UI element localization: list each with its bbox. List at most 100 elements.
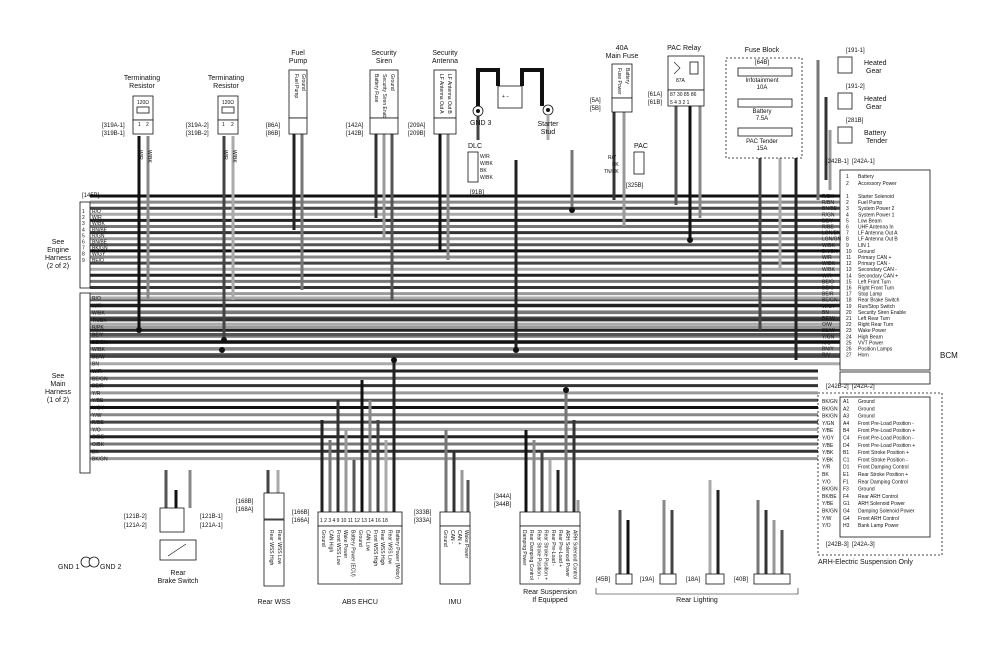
pin-function: Rear Stroke Position + [543,530,549,580]
svg-text:15A: 15A [757,146,768,152]
main-pin-wire: BN [92,362,99,368]
bcm-pin-number: 26 [846,347,852,353]
pin-function: Wake Power [463,530,469,558]
bcm-pin-wire: BN/Y [822,347,834,353]
svg-text:[168A]: [168A] [236,507,254,513]
bcm-pin-id: A1 [843,399,849,405]
bcm-pin-id: G4 [843,509,850,515]
bcm-pin-wire: Y/W [822,516,832,522]
svg-text:[319A-1]: [319A-1] [102,123,125,129]
bcm-pin-function: VVT Power [858,340,884,346]
bcm-pin-function: Position Lamps [858,347,893,353]
engine-pin-wire: BN/BE [92,227,108,233]
bcm-pin-wire: BK/BE [822,494,837,500]
bcm-pin-number: 22 [846,322,852,328]
engine-pin-wire: W/GY [92,252,106,258]
svg-text:[86A]: [86A] [266,123,280,129]
svg-text:Harness: Harness [45,255,72,262]
main-pin-wire: O/BK [92,442,105,448]
heated-gear-2: [191-2] Heated Gear [837,84,887,111]
bcm-pin-wire: R/GN [822,212,835,218]
main-pin-wire: Y/O [92,427,101,433]
svg-text:Stud: Stud [541,129,556,136]
main-pin-wire: TN/BK [92,318,107,324]
pin-function: Damping Power [521,530,527,566]
bcm-pin-id: B1 [843,450,849,456]
pin-function: Rear Pre-Load - [550,530,556,566]
bcm-pin-function: Fuel Pump [858,200,882,206]
bcm-pin-number: 14 [846,273,852,279]
bcm-pin-function: Rear Brake Switch [858,298,900,304]
bcm-pin-number: 15 [846,279,852,285]
bcm-pin-function: Low Beam [858,218,882,224]
rear-lighting: [45B] [19A] [18A] [40B] Rear Lighting [595,573,799,604]
svg-text:1: 1 [138,122,141,128]
battery-tender: [281B] Battery Tender [837,118,888,145]
fuse-block: Fuse Block [64B] Infotainment 10A Batter… [725,47,803,159]
bcm-pin-wire: Y/BK [822,457,834,463]
svg-text:Siren: Siren [376,58,392,65]
bcm-pin-wire: Y/R [822,465,831,471]
bcm-pin-function: LF Antenna Out A [858,231,898,237]
bcm-pin-wire: W/R [822,255,832,261]
bcm-pin-wire: BE/R [822,292,834,298]
bcm-pin-id: H3 [843,523,850,529]
security-siren: Security Siren Battery Fuse Security Sir… [346,50,399,137]
bcm-pin-number: 4 [846,212,849,218]
pin-function: Rear Pre-Load + [557,530,563,567]
bcm-pin-number: 11 [846,255,851,261]
svg-text:Main: Main [50,381,65,388]
svg-text:Security: Security [371,50,397,57]
bcm-pin-wire: BN/BE [822,206,838,212]
bcm-pin-function: Ground [858,487,875,493]
svg-text:PAC Tender: PAC Tender [746,139,778,145]
bcm-pin-number: 24 [846,334,852,340]
bcm-pin-number: 18 [846,298,852,304]
bcm-pin-function: Secondary CAN - [858,267,897,273]
pin-function: Wake Power [342,530,348,558]
svg-text:87A: 87A [676,78,686,84]
bcm-pin-function: Wake Power [858,328,886,334]
engine-pin-wire: BN/BE [92,240,108,246]
terminating-resistor-1: Terminating Resistor 120Ω 1 2 [319A-1] [… [102,75,160,163]
main-pin-wire: Y/R [92,391,101,397]
bcm-pin-number: 16 [846,286,852,292]
pin-function: ARH Solenoid Power [564,530,570,577]
bcm-pin-id: D1 [843,465,850,471]
bcm-pin-id: A2 [843,406,849,412]
svg-text:[209B]: [209B] [408,131,426,137]
bcm-pin-function: System Power 2 [858,206,895,212]
svg-text:PAC Relay: PAC Relay [667,45,701,52]
pin-function: CAN High [327,530,333,552]
svg-text:Terminating: Terminating [208,75,244,82]
svg-text:[333B]: [333B] [414,510,432,516]
security-antenna: Security Antenna LF Antenna Out A LF Ant… [408,50,458,137]
bcm-pin-function: Rear Damping Control [858,479,908,485]
svg-text:TN/BK: TN/BK [604,169,619,175]
bcm-pin-function: Front Damping Control [858,465,909,471]
svg-text:Pump: Pump [289,58,307,65]
bcm-pin-number: 3 [846,206,849,212]
svg-text:W/R: W/R [222,150,228,160]
svg-text:W/BK: W/BK [146,150,152,163]
engine-pin-number: 6 [82,240,85,246]
bcm-top-pin-function: Battery [858,174,874,180]
svg-text:[209A]: [209A] [408,123,426,129]
svg-text:BK: BK [480,168,487,174]
svg-text:Starter: Starter [537,121,559,128]
svg-text:Heated: Heated [864,60,887,67]
bcm-pin-function: Right Front Turn [858,286,894,292]
svg-text:Rear Suspension: Rear Suspension [523,589,577,596]
svg-text:[61B]: [61B] [648,100,662,106]
svg-text:Antenna: Antenna [432,58,458,65]
svg-text:[319A-2]: [319A-2] [186,123,209,129]
svg-text:Ground: Ground [389,74,395,91]
svg-text:GND 2: GND 2 [100,564,122,571]
svg-text:[242A-1]: [242A-1] [852,159,875,165]
svg-text:Harness: Harness [45,389,72,396]
bcm-pin-wire: Y/BE [822,428,834,434]
bcm-pin-function: Primary CAN + [858,255,892,261]
